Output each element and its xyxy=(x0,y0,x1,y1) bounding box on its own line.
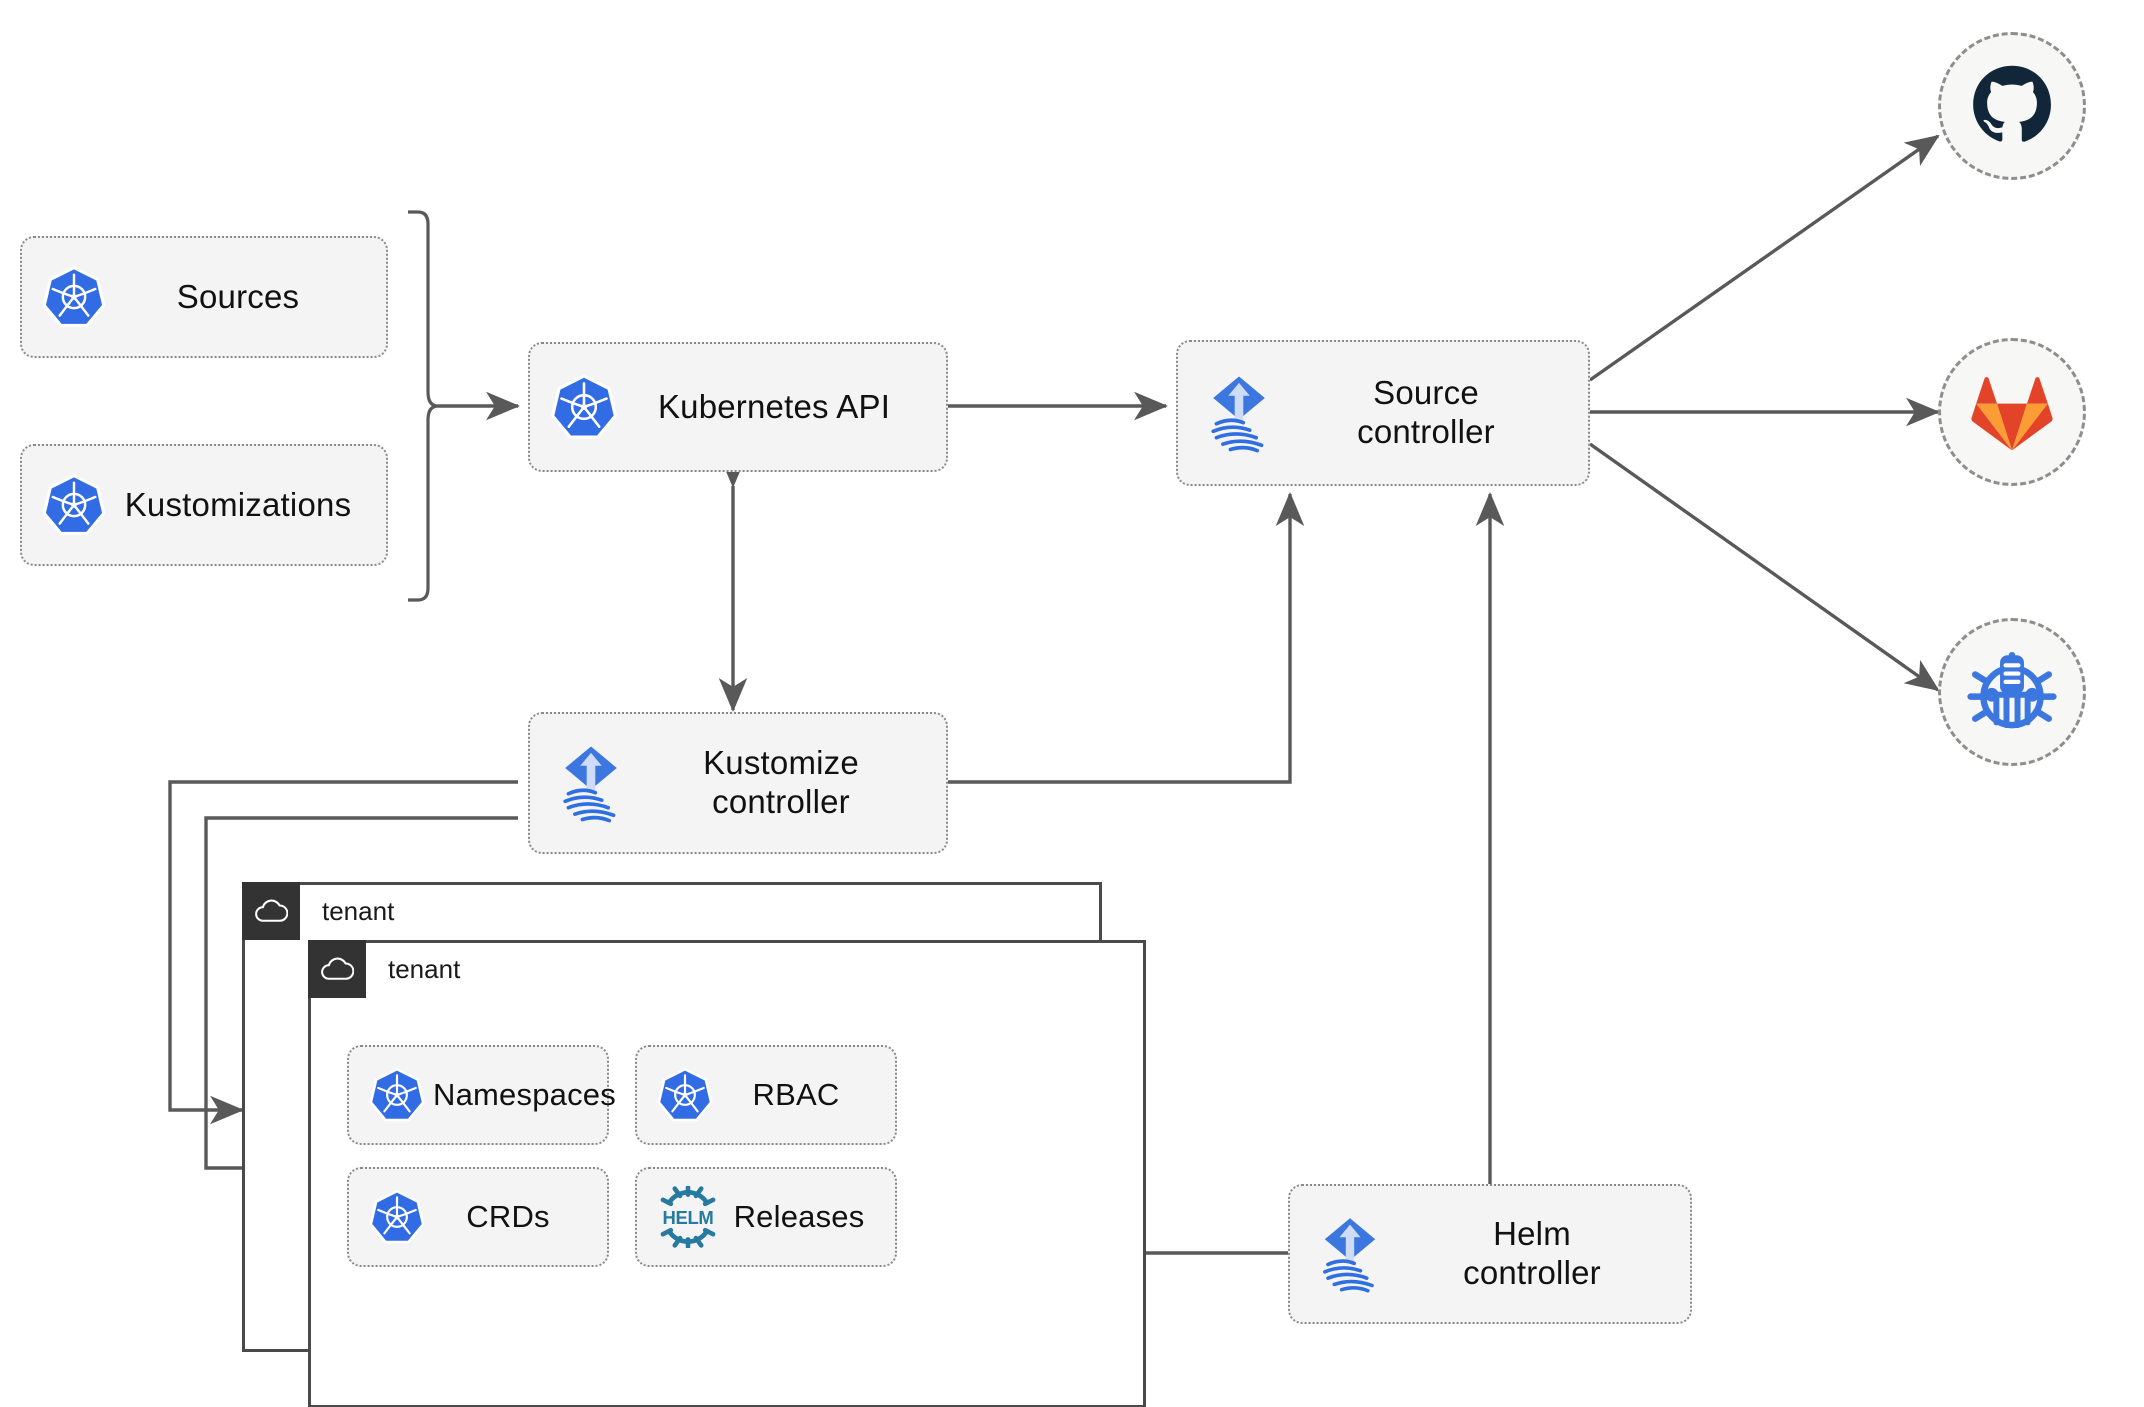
flux-icon xyxy=(1308,1212,1392,1296)
github-icon xyxy=(1973,65,2051,142)
endpoint-helm-repository[interactable] xyxy=(1938,618,2086,766)
tenant-header: tenant xyxy=(242,882,394,940)
tenant-title: tenant xyxy=(388,953,461,984)
node-label: CRDs xyxy=(466,1198,550,1234)
node-label: Namespaces xyxy=(433,1076,616,1112)
flux-icon xyxy=(1196,370,1282,456)
kubernetes-icon xyxy=(40,263,108,331)
kubernetes-icon xyxy=(40,471,108,539)
flux-icon xyxy=(548,740,634,826)
node-releases[interactable]: HELM Releases xyxy=(635,1167,897,1267)
kubernetes-icon xyxy=(548,371,620,443)
cell: Namespaces xyxy=(347,1045,616,1145)
cell: HELM Releases xyxy=(635,1167,897,1267)
tenant-container-2[interactable]: tenant xyxy=(308,940,1146,1407)
gitlab-icon xyxy=(1971,377,2053,451)
node-label: Kustomize controller xyxy=(703,744,859,820)
node-source-controller[interactable]: Source controller xyxy=(1176,340,1590,486)
edge-source-controller-to-github xyxy=(1589,134,1940,382)
edge-kustomize-to-source-controller xyxy=(948,491,1305,784)
endpoint-github[interactable] xyxy=(1938,32,2086,180)
helm-repository-icon xyxy=(1967,651,2057,729)
node-namespaces[interactable]: Namespaces xyxy=(347,1045,616,1145)
node-helm-controller[interactable]: Helm controller xyxy=(1288,1184,1692,1324)
endpoint-gitlab[interactable] xyxy=(1938,338,2086,486)
helm-icon: HELM xyxy=(655,1186,721,1248)
node-label: Kubernetes API xyxy=(657,387,891,425)
node-label: Sources xyxy=(176,277,300,315)
tenant-title: tenant xyxy=(322,895,395,926)
edge-source-controller-to-helm-repository xyxy=(1589,442,1940,692)
cloud-icon xyxy=(308,940,366,998)
cell: RBAC xyxy=(635,1045,897,1145)
node-label: Helm controller xyxy=(1463,1215,1601,1291)
node-label: Releases xyxy=(733,1198,865,1234)
node-kustomize-controller[interactable]: Kustomize controller xyxy=(528,712,948,854)
node-label: Source controller xyxy=(1357,374,1495,450)
node-label: RBAC xyxy=(752,1076,840,1112)
edge-resources-bracket xyxy=(408,210,439,602)
node-sources[interactable]: Sources xyxy=(20,236,388,358)
kubernetes-icon xyxy=(367,1187,427,1247)
tenant-resource-grid: Namespaces xyxy=(347,1045,897,1267)
kubernetes-icon xyxy=(655,1065,715,1125)
node-crds[interactable]: CRDs xyxy=(347,1167,609,1267)
node-kubernetes-api[interactable]: Kubernetes API xyxy=(528,342,948,472)
cloud-icon xyxy=(242,882,300,940)
cell: CRDs xyxy=(347,1167,609,1267)
svg-text:HELM: HELM xyxy=(662,1207,713,1228)
tenant-header: tenant xyxy=(308,940,460,998)
node-label: Kustomizations xyxy=(124,485,352,523)
kubernetes-icon xyxy=(367,1065,427,1125)
node-kustomizations[interactable]: Kustomizations xyxy=(20,444,388,566)
node-rbac[interactable]: RBAC xyxy=(635,1045,897,1145)
